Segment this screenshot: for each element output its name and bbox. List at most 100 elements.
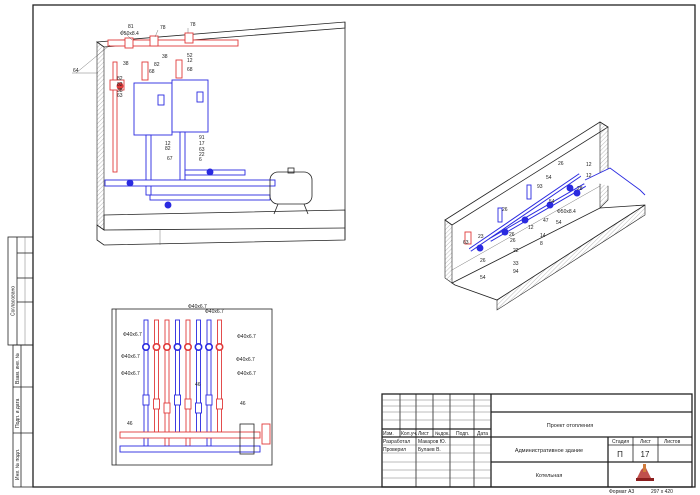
callout: Ф40x6.7 (123, 332, 142, 338)
sheet-label: Лист (640, 439, 652, 445)
callout: 68 (187, 67, 193, 73)
manifold-view: 26 12 54 12 93 28 54 Ф50x8.4 26 47 54 12… (444, 121, 646, 311)
company-logo (636, 464, 654, 481)
format-size: 297 x 420 (651, 489, 673, 495)
header-sign: Подп. (456, 431, 469, 437)
callout: 12 (165, 141, 171, 147)
callout: 38 (162, 54, 168, 60)
building-title: Административное здание (515, 448, 583, 454)
riser-pipe (164, 319, 170, 447)
riser-pipe (143, 319, 149, 447)
callout: 54 (549, 199, 555, 205)
inv-orig-label: Инв. № подл. (15, 449, 21, 480)
callout: 28 (577, 186, 583, 192)
callout: 12 (187, 58, 193, 64)
valve-icon (173, 342, 182, 351)
callout: 81 (128, 24, 134, 30)
riser-pipe (185, 319, 191, 447)
callout: 94 (513, 269, 519, 275)
riser-pipe (217, 319, 222, 433)
valve-icon (184, 342, 193, 351)
callout: 67 (167, 156, 173, 162)
callout: 68 (149, 69, 155, 75)
callout: 54 (556, 220, 562, 226)
replace-inv-label: Взам. инв. № (15, 353, 21, 384)
callout: Ф40x6.7 (236, 357, 255, 363)
callout: 17 (199, 141, 205, 147)
callout: 63 (199, 147, 205, 153)
callout: Ф40x6.7 (188, 304, 207, 310)
callout: Ф50x8.4 (557, 209, 576, 215)
sheet-value: 17 (641, 450, 650, 459)
header-list: Лист (418, 431, 430, 437)
callout: 54 (480, 275, 486, 281)
agreed-label: Согласовано (11, 286, 17, 316)
callout: 82 (117, 82, 123, 88)
valve-icon (152, 342, 161, 351)
callout: 26 (480, 258, 486, 264)
callout: 22 (513, 248, 519, 254)
callout: 93 (537, 184, 543, 190)
format-label: Формат А3 (609, 489, 634, 495)
callout: 46 (127, 421, 133, 427)
callout: 26 (502, 207, 508, 213)
header-izm: Изм. (383, 431, 394, 437)
callout: 12 (586, 173, 592, 179)
header-kol: Кол.уч. (401, 431, 417, 437)
title-block: Изм. Кол.уч. Лист №док. Подп. Дата Разра… (381, 393, 693, 495)
callout: Ф40x6.7 (205, 309, 224, 315)
callout: 82 (117, 76, 123, 82)
callout: Ф40x6.7 (121, 371, 140, 377)
front-manifold-view: Ф40x6.7 Ф40x6.7 Ф40x6.7 Ф40x6.7 Ф40x6.7 … (111, 304, 273, 466)
callout: 38 (117, 88, 123, 94)
project-title: Проект отопления (547, 423, 593, 429)
sheets-label: Листов (664, 439, 681, 445)
callout: Ф40x6.7 (237, 334, 256, 340)
pump-icon (216, 398, 223, 410)
stage-value: П (617, 450, 623, 459)
callout: 46 (195, 382, 201, 388)
left-stamp: Согласовано Взам. инв. № Подп. и дата Ин… (7, 236, 34, 488)
valve-icon (194, 342, 203, 351)
callout: 47 (543, 218, 549, 224)
callout: 26 (509, 232, 515, 238)
callout: Ф40x6.7 (121, 354, 140, 360)
pump-icon (174, 394, 181, 406)
pump-icon (142, 394, 150, 406)
valve-icon (163, 342, 172, 351)
callout: 63 (117, 93, 123, 99)
callout: 26 (510, 238, 516, 244)
stage-label: Стадия (612, 439, 629, 445)
pump-icon (184, 398, 192, 410)
callout: 64 (73, 68, 79, 74)
callout: 26 (558, 161, 564, 167)
callout: 33 (513, 261, 519, 267)
pump-icon (163, 402, 171, 414)
valve-icon (205, 342, 214, 351)
riser-pipe (196, 319, 201, 433)
checked-label: Проверил (383, 447, 406, 453)
developed-label: Разработал (383, 439, 410, 445)
callout: 8 (540, 241, 543, 247)
callout: 78 (160, 25, 166, 31)
callout: 54 (546, 175, 552, 181)
boiler-room-view: 81 Ф50x8.4 78 78 64 38 82 68 38 82 52 12… (72, 21, 346, 246)
callout: 23 (478, 234, 484, 240)
callout: 91 (199, 135, 205, 141)
callout: 12 (586, 162, 592, 168)
callout: 46 (240, 401, 246, 407)
callout: Ф40x6.7 (237, 371, 256, 377)
valve-icon (215, 342, 224, 351)
pump-icon (195, 402, 202, 414)
callout: Ф50x8.4 (120, 31, 139, 37)
pump-icon (153, 398, 160, 410)
header-date: Дата (477, 431, 488, 437)
callout: 52 (187, 53, 193, 59)
callout: 82 (165, 146, 171, 152)
valve-icon (142, 342, 151, 351)
callout: 78 (190, 22, 196, 28)
pump-icon (205, 394, 213, 406)
sign-date-label: Подп. и дата (15, 398, 21, 428)
callout: 38 (123, 61, 129, 67)
